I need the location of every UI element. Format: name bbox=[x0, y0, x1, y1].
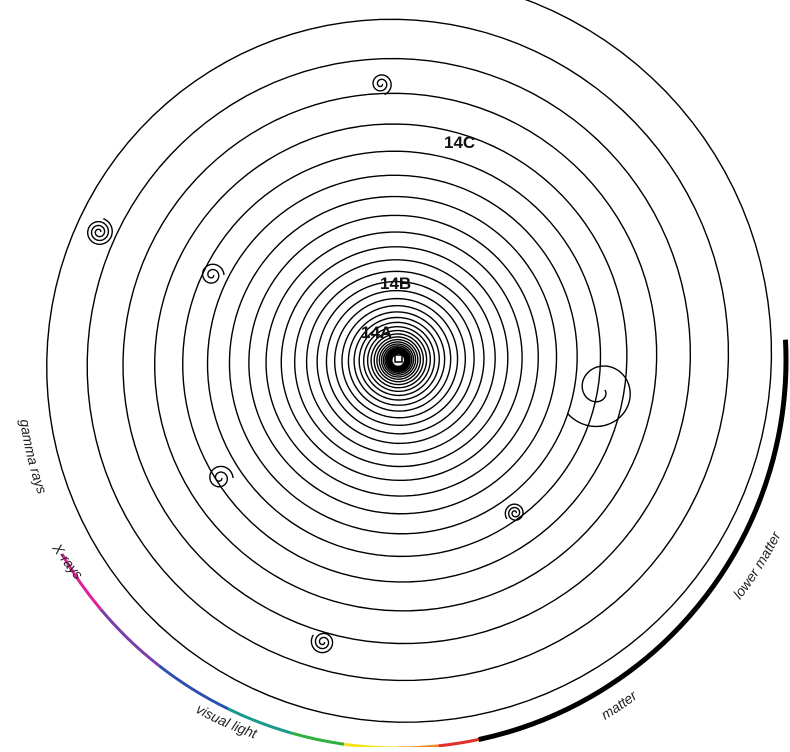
label-matter: matter bbox=[598, 686, 641, 722]
mini-spiral-left-lower bbox=[209, 465, 234, 488]
label-gamma-rays: gamma rays bbox=[17, 418, 50, 496]
mini-spiral-left-upper bbox=[86, 218, 113, 245]
label-14a: 14A bbox=[361, 323, 392, 342]
spectrum-segment-red bbox=[438, 738, 479, 748]
main-spiral bbox=[46, 0, 773, 723]
mini-spiral-bottom bbox=[310, 632, 334, 654]
spectrum-segment-blue bbox=[158, 664, 229, 711]
mini-spiral-left-mid bbox=[201, 263, 225, 284]
spectrum-segment-violet bbox=[99, 608, 161, 667]
spectrum-segment-teal bbox=[227, 707, 292, 735]
mini-spirals bbox=[86, 74, 631, 654]
spiral-path bbox=[46, 0, 773, 723]
spectrum-segment-magenta bbox=[60, 553, 102, 611]
label-lower-matter: lower matter bbox=[730, 528, 784, 602]
label-matter-text: matter bbox=[598, 686, 641, 722]
label-x-rays: X-rays bbox=[49, 540, 87, 582]
label-14c: 14C bbox=[444, 133, 475, 152]
spectrum-segment-green bbox=[290, 731, 345, 746]
label-14b: 14B bbox=[380, 274, 411, 293]
mini-spiral-top bbox=[372, 74, 392, 96]
center-square-icon bbox=[394, 354, 403, 363]
spectrum-segment-line bbox=[478, 339, 789, 742]
label-x-rays-text: X-rays bbox=[49, 540, 87, 582]
label-gamma-rays-text: gamma rays bbox=[17, 418, 50, 496]
mini-spiral-right-lower bbox=[504, 503, 524, 521]
mini-spiral-right-large bbox=[567, 365, 631, 428]
spectrum-arc bbox=[60, 339, 789, 750]
label-lower-matter-text: lower matter bbox=[730, 528, 784, 602]
